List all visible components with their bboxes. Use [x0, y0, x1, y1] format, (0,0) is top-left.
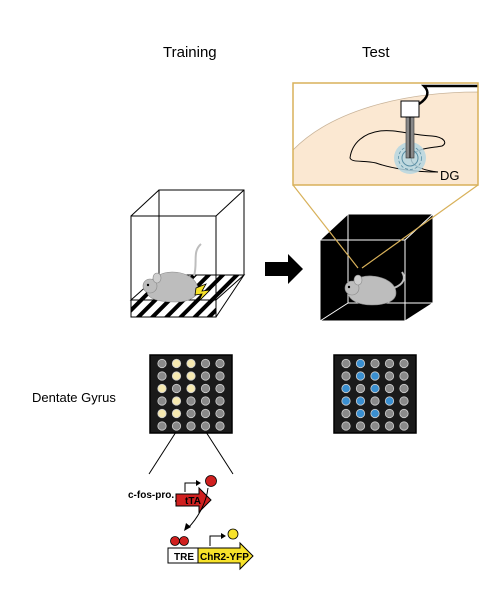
training-grid-active-cell — [157, 383, 167, 394]
test-grid-active-cell — [370, 383, 380, 394]
hippocampus-outline — [349, 130, 446, 173]
test-grid-cell — [399, 408, 409, 419]
dg-label: DG — [440, 168, 460, 183]
tta-protein — [205, 475, 217, 487]
dentate-gyrus-grid-test — [333, 354, 417, 434]
tre-label: TRE — [174, 552, 194, 563]
training-cage — [129, 189, 246, 318]
test-grid-cell — [355, 421, 366, 431]
training-grid-cell — [215, 358, 225, 369]
test-cage — [319, 213, 434, 322]
training-grid-cell — [157, 358, 167, 369]
training-grid-active-cell — [171, 396, 182, 406]
test-grid-cell — [384, 421, 395, 431]
tta-dimer-left — [170, 536, 180, 546]
training-grid-cell — [171, 383, 182, 394]
test-grid-active-cell — [355, 358, 366, 369]
mouse-training — [142, 243, 202, 303]
test-grid-cell — [370, 358, 380, 369]
training-grid-cell — [186, 421, 196, 431]
tta-gene-arrow — [175, 486, 212, 514]
shock-bolt-icon — [194, 283, 212, 302]
test-grid-cell — [341, 408, 351, 419]
training-grid-active-cell — [171, 371, 182, 381]
test-grid-cell — [355, 383, 366, 394]
chr2-yfp-gene-arrow — [197, 541, 254, 571]
genetic-construct: c-fos-pro. tTA TRE ChR2-YFP — [128, 475, 254, 571]
training-grid-active-cell — [157, 408, 167, 419]
cfos-promoter-label: c-fos-pro. — [128, 490, 174, 501]
transcription-start-arrow — [184, 482, 196, 492]
test-grid-active-cell — [370, 408, 380, 419]
training-grid-cell — [215, 383, 225, 394]
training-grid-active-cell — [186, 358, 196, 369]
training-grid-cell — [186, 396, 196, 406]
test-grid-cell — [399, 358, 409, 369]
test-grid-cell — [341, 421, 351, 431]
test-grid-cell — [370, 421, 380, 431]
test-grid-cell — [399, 421, 409, 431]
test-grid-cell — [384, 383, 395, 394]
dentate-gyrus-grid-training — [149, 354, 233, 434]
test-grid-cell — [399, 383, 409, 394]
training-grid-cell — [157, 396, 167, 406]
training-grid-cell — [200, 358, 211, 369]
training-grid-active-cell — [171, 358, 182, 369]
test-grid-cell — [341, 358, 351, 369]
test-grid-cell — [399, 371, 409, 381]
training-grid-cell — [157, 421, 167, 431]
test-grid-cell — [370, 396, 380, 406]
training-grid-cell — [200, 371, 211, 381]
test-grid-active-cell — [355, 396, 366, 406]
dentate-gyrus-label: Dentate Gyrus — [32, 390, 116, 405]
training-grid-active-cell — [186, 383, 196, 394]
chr2-yfp-label: ChR2-YFP — [200, 552, 249, 563]
chr2-protein — [227, 528, 239, 540]
test-grid-cell — [341, 371, 351, 381]
tta-label: tTA — [185, 496, 201, 507]
test-grid-cell — [399, 396, 409, 406]
training-grid-cell — [186, 408, 196, 419]
test-grid-active-cell — [355, 371, 366, 381]
tta-dimer-right — [179, 536, 189, 546]
test-grid-cell — [384, 358, 395, 369]
training-grid-cell — [215, 421, 225, 431]
training-grid-cell — [200, 421, 211, 431]
test-grid-active-cell — [341, 396, 351, 406]
training-grid-cell — [200, 408, 211, 419]
test-grid-cell — [384, 371, 395, 381]
right-arrow-icon — [265, 254, 303, 284]
test-title: Test — [362, 44, 390, 61]
training-grid-cell — [215, 396, 225, 406]
test-grid-active-cell — [355, 408, 366, 419]
training-grid-cell — [157, 371, 167, 381]
training-grid-cell — [215, 371, 225, 381]
test-grid-active-cell — [370, 371, 380, 381]
training-grid-cell — [200, 396, 211, 406]
training-title: Training — [163, 44, 217, 61]
training-grid-cell — [200, 383, 211, 394]
mouse-test — [344, 271, 405, 306]
test-grid-active-cell — [384, 396, 395, 406]
test-grid-cell — [384, 408, 395, 419]
test-grid-active-cell — [341, 383, 351, 394]
brain-inset: DG — [292, 82, 479, 186]
training-grid-cell — [215, 408, 225, 419]
training-grid-active-cell — [171, 408, 182, 419]
training-grid-active-cell — [186, 371, 196, 381]
training-grid-cell — [171, 421, 182, 431]
